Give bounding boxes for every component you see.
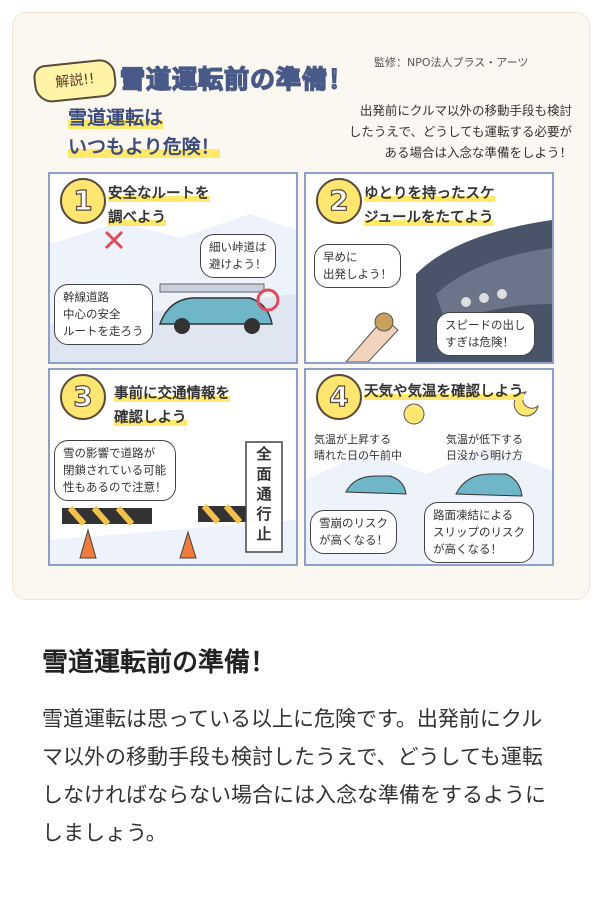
- speech-bubble: スピードの出し すぎは危険！: [436, 312, 535, 356]
- weather-label: 気温が上昇する 晴れた日の午前中: [314, 433, 402, 462]
- speech-bubble: 細い峠道は 避けよう！: [200, 234, 276, 278]
- intro-line: 出発前にクルマ以外の移動手段も検討: [359, 103, 572, 118]
- intro-line: ある場合は入念な準備をしよう！: [384, 145, 572, 160]
- panel-weather: 4 天気や気温を確認しよう 気温が上昇する 晴れた日の午前中 気温が低下する 日…: [304, 368, 554, 566]
- panel-route: 1 安全なルートを 調べよう 細い峠道は 避けよう！ 幹線道路 中心の安全 ルー…: [48, 172, 298, 364]
- danger-heading: 雪道運転は いつもより危険！: [68, 104, 268, 162]
- step-number: 2: [316, 178, 362, 224]
- danger-line-2: いつもより危険！: [68, 136, 220, 158]
- intro-text: 出発前にクルマ以外の移動手段も検討 したうえで、どうしても運転する必要が ある場…: [282, 100, 572, 163]
- speech-bubble: 雪の影響で道路が 閉鎖されている可能 性もあるので注意！: [54, 440, 176, 501]
- speech-bubble: 幹線道路 中心の安全 ルートを走ろう: [54, 284, 153, 345]
- weather-label: 気温が低下する 日没から明け方: [446, 433, 523, 462]
- panel-title: 安全なルートを 調べよう: [108, 186, 210, 226]
- panel-traffic-info: 3 事前に交通情報を 確認しよう 雪の影響で道路が 閉鎖されている可能 性もある…: [48, 368, 298, 566]
- road-closed-sign: 全 面 通 行 止: [256, 445, 272, 543]
- panel-title: 天気や気温を確認しよう: [364, 384, 524, 400]
- article-body: 雪道運転は思っている以上に危険です。出発前にクルマ以外の移動手段も検討したうえで…: [42, 707, 546, 845]
- step-number: 4: [316, 374, 362, 420]
- road-closed-illustration: [50, 441, 296, 564]
- panel-title: 事前に交通情報を 確認しよう: [114, 386, 230, 426]
- article-title: 雪道運転前の準備！: [42, 648, 277, 678]
- step-number: 1: [60, 178, 106, 224]
- step-number: 3: [60, 374, 106, 420]
- intro-line: したうえで、どうしても運転する必要が: [348, 124, 572, 139]
- supervision-credit: 監修：NPO法人プラス・アーツ: [374, 56, 529, 69]
- speech-bubble: 早めに 出発しよう！: [314, 244, 401, 288]
- illustration-title: 雪道運転前の準備！: [119, 64, 355, 94]
- speech-bubble: 路面凍結による スリップのリスク が高くなる！: [424, 502, 534, 563]
- speech-bubble: 雪崩のリスク が高くなる！: [310, 510, 397, 554]
- danger-line-1: 雪道運転は: [68, 107, 164, 129]
- panel-title: ゆとりを持ったスケ ジュールをたてよう: [364, 186, 495, 226]
- panel-schedule: 2 ゆとりを持ったスケ ジュールをたてよう 早めに 出発しよう！ スピードの出し…: [304, 172, 554, 364]
